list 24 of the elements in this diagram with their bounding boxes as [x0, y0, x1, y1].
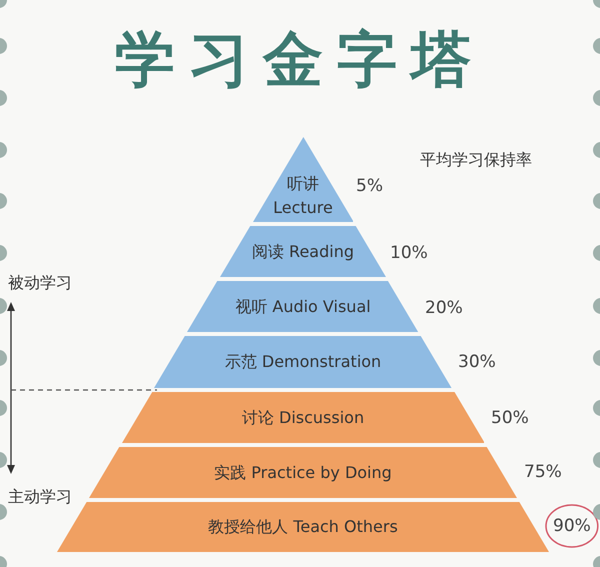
tier-label: 听讲 Lecture	[272, 173, 334, 219]
percentage-label: 10%	[390, 242, 428, 264]
percentage-label: 75%	[524, 461, 562, 483]
pyramid-tier	[154, 336, 452, 388]
title: 学习金字塔	[114, 24, 486, 97]
pyramid-tier	[89, 447, 517, 498]
percentage-label: 20%	[425, 297, 463, 319]
percentage-label: 30%	[458, 351, 496, 373]
percentage-label: 50%	[491, 407, 529, 429]
tier-label: 视听 Audio Visual	[234, 296, 372, 318]
tier-label: 教授给他人 Teach Others	[207, 516, 399, 538]
pyramid-tier	[220, 226, 386, 277]
tier-label: 实践 Practice by Doing	[213, 462, 393, 484]
tier-label: 示范 Demonstration	[224, 351, 382, 373]
side-label: 主动学习	[8, 486, 72, 508]
pyramid-tier	[122, 392, 484, 443]
pyramid-tier	[187, 281, 419, 332]
axis-caption: 平均学习保持率	[420, 149, 532, 171]
percentage-label: 90%	[553, 515, 591, 537]
pyramid-tier	[252, 137, 354, 222]
side-label: 被动学习	[8, 272, 72, 294]
tier-label: 讨论 Discussion	[240, 406, 366, 428]
percentage-label: 5%	[356, 175, 383, 197]
tier-label: 阅读 Reading	[250, 240, 355, 262]
